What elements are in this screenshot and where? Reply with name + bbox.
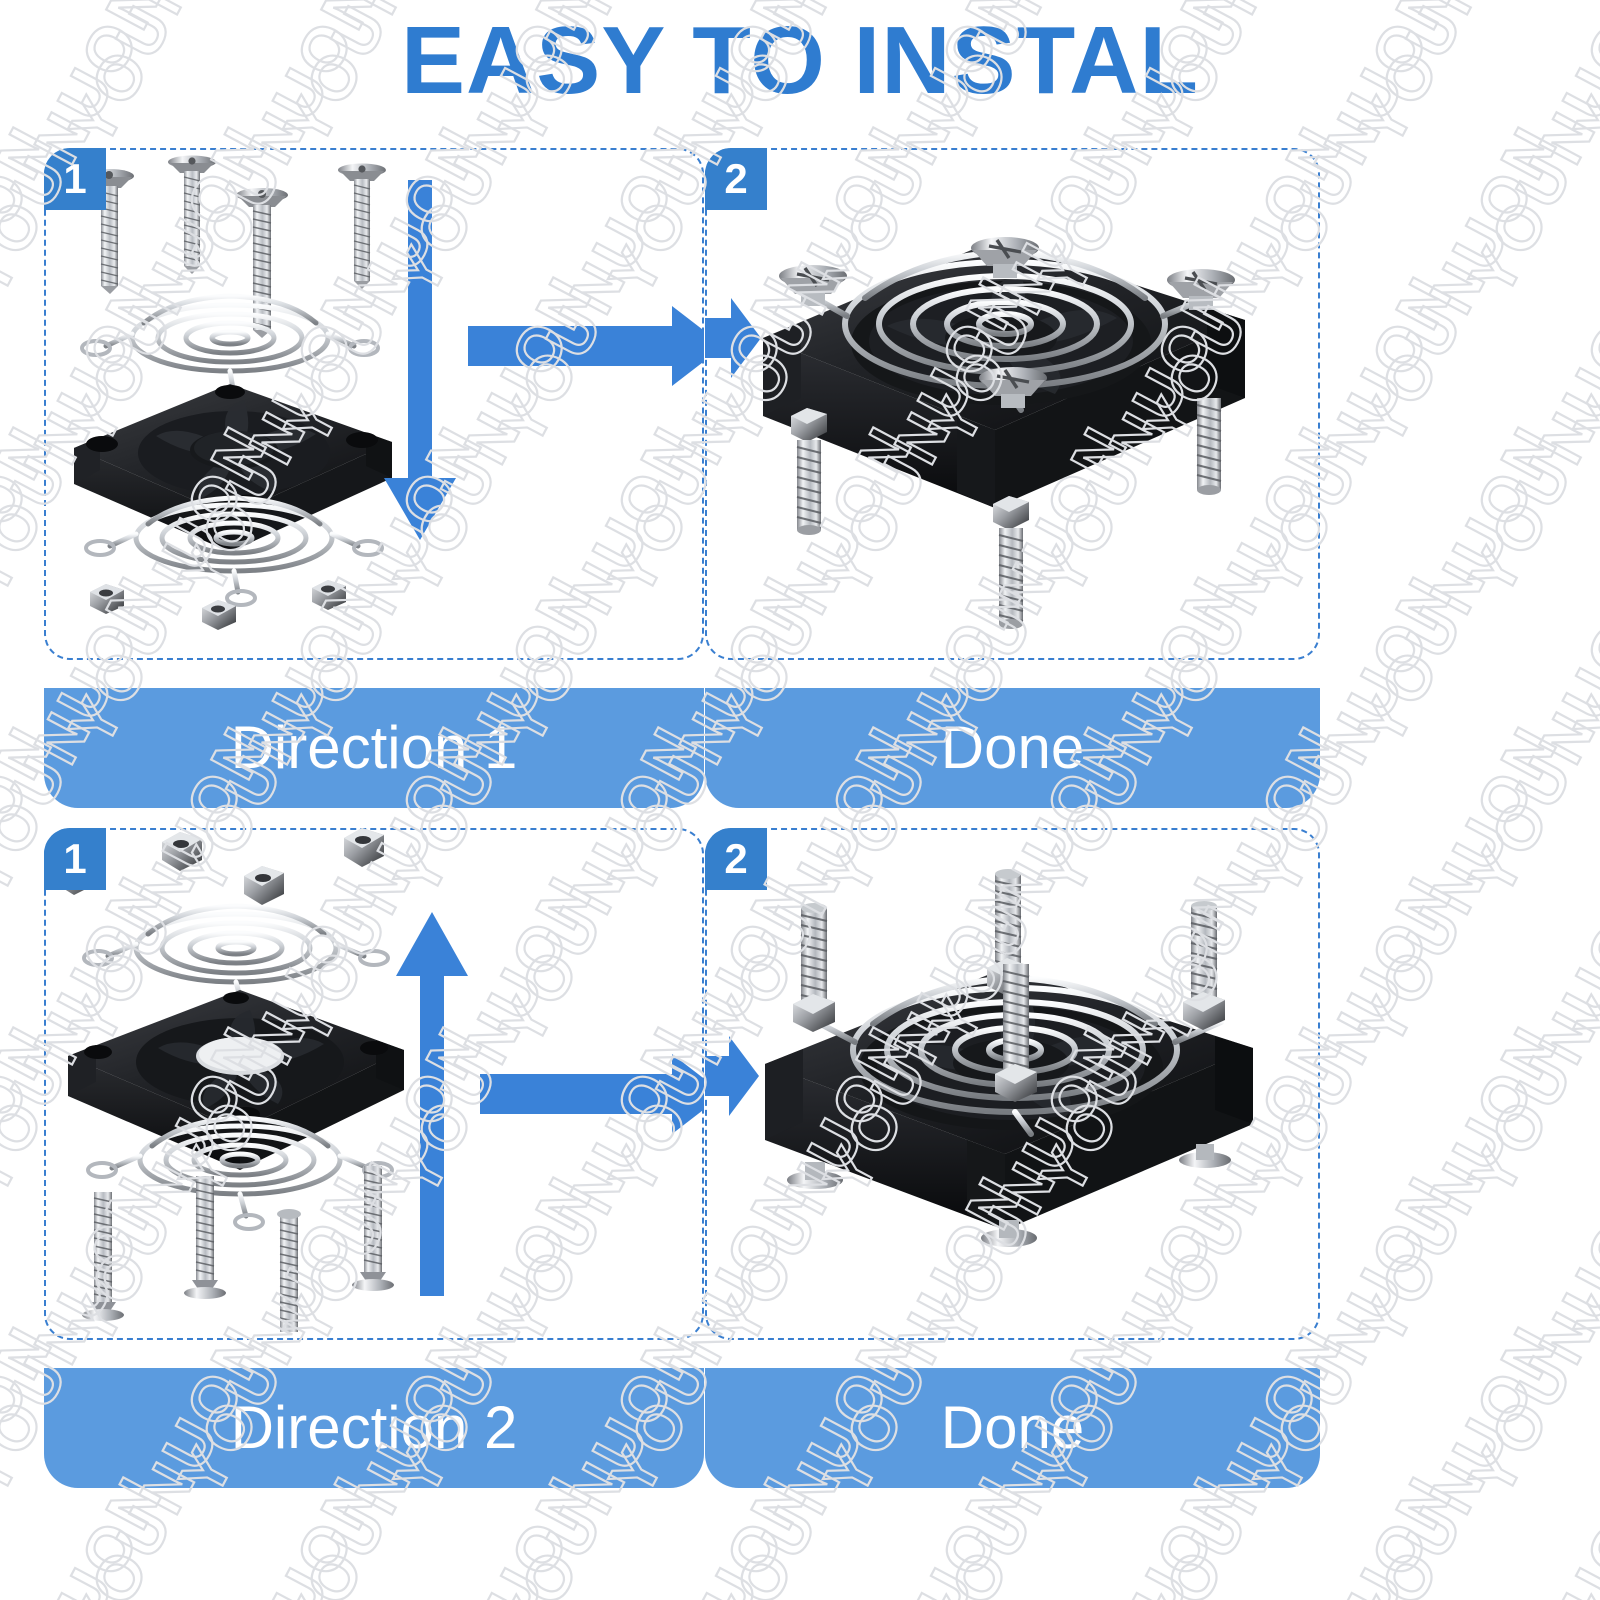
step-card-direction-2: 1 Direction 2 — [44, 828, 704, 1488]
step-card-done-1: 2 Done — [705, 148, 1320, 808]
card-dashed-border — [705, 148, 1320, 660]
svg-text:YOUNUON: YOUNUON — [1456, 0, 1600, 7]
svg-text:YOUNUON: YOUNUON — [811, 0, 1037, 7]
steps-grid: 1 Direction 1 — [44, 148, 1556, 1568]
arrow-right-direction-1 — [468, 306, 704, 386]
arrow-incoming-tip-1 — [705, 298, 761, 378]
exploded-fan-illustration-direction-2 — [44, 828, 704, 1340]
card-dashed-border — [44, 148, 704, 660]
assembled-fan-illustration-done-2 — [705, 828, 1320, 1340]
svg-text:YOUNUON: YOUNUON — [381, 0, 607, 7]
step-label-direction-1: Direction 1 — [44, 688, 704, 808]
step-label-done-1: Done — [705, 688, 1320, 808]
svg-text:YOUNUON: YOUNUON — [166, 0, 392, 7]
step-badge: 2 — [705, 148, 767, 210]
svg-text:YOUNUON: YOUNUON — [596, 0, 822, 7]
step-card-direction-1: 1 Direction 1 — [44, 148, 704, 808]
svg-text:YOUNUON: YOUNUON — [1561, 713, 1600, 1056]
svg-text:YOUNUON: YOUNUON — [1561, 413, 1600, 756]
svg-text:YOUNUON: YOUNUON — [1561, 113, 1600, 456]
step-label-done-2: Done — [705, 1368, 1320, 1488]
exploded-fan-illustration-direction-1 — [44, 148, 704, 660]
step-card-done-2: 2 Done — [705, 828, 1320, 1488]
step-badge: 2 — [705, 828, 767, 890]
step-badge: 1 — [44, 828, 106, 890]
svg-text:YOUNUON: YOUNUON — [1561, 1313, 1600, 1600]
arrow-right-direction-2 — [480, 1054, 704, 1134]
step-badge: 1 — [44, 148, 106, 210]
svg-text:YOUNUON: YOUNUON — [1026, 0, 1252, 7]
svg-text:YOUNUON: YOUNUON — [0, 0, 178, 7]
arrow-up-direction-2 — [396, 912, 468, 1296]
svg-text:YOUNUON: YOUNUON — [1561, 1013, 1600, 1356]
svg-text:YOUNUON: YOUNUON — [1241, 0, 1467, 7]
page-title: EASY TO INSTAL — [400, 7, 1200, 114]
step-label-direction-2: Direction 2 — [44, 1368, 704, 1488]
assembled-fan-illustration-done-1 — [705, 148, 1320, 660]
arrow-incoming-tip-2 — [705, 1036, 759, 1116]
arrow-down-direction-1 — [384, 180, 456, 540]
